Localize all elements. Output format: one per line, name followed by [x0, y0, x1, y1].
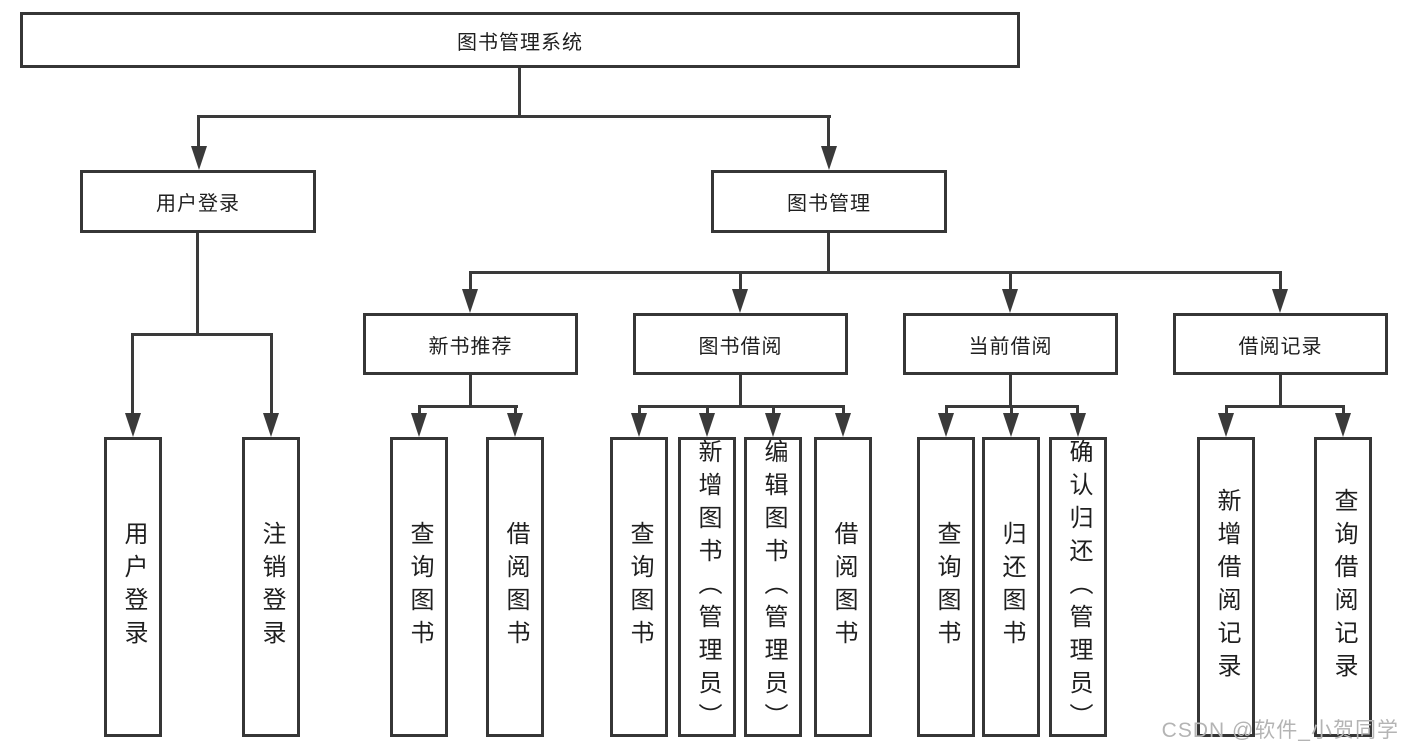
arrowhead-down-icon	[938, 413, 954, 437]
node-label: 查询图书	[626, 521, 653, 653]
connector-line	[739, 375, 742, 408]
arrowhead-down-icon	[1335, 413, 1351, 437]
node-borrow-records: 借阅记录	[1173, 313, 1388, 375]
connector-line	[827, 115, 830, 148]
arrowhead-down-icon	[835, 413, 851, 437]
connector-line	[842, 405, 845, 417]
node-label: 查询图书	[406, 521, 433, 653]
node-label: 用户登录	[120, 521, 147, 653]
connector-line	[1225, 405, 1228, 417]
connector-line	[518, 68, 521, 117]
node-label: 新增借阅记录	[1213, 488, 1240, 686]
node-label: 查询借阅记录	[1330, 488, 1357, 686]
node-label: 图书借阅	[698, 335, 783, 358]
arrowhead-down-icon	[1002, 289, 1018, 313]
node-label: 注销登录	[258, 521, 285, 653]
node-label: 借阅图书	[502, 521, 529, 653]
arrowhead-down-icon	[1272, 289, 1288, 313]
connector-line	[638, 405, 845, 408]
arrowhead-down-icon	[411, 413, 427, 437]
arrowhead-down-icon	[821, 146, 837, 170]
node-query-books-current: 查询图书	[917, 437, 975, 737]
connector-line	[739, 271, 742, 291]
arrowhead-down-icon	[191, 146, 207, 170]
node-label: 查询图书	[933, 521, 960, 653]
connector-line	[1342, 405, 1345, 417]
node-label: 新增图书（管理员）	[694, 438, 721, 736]
connector-line	[196, 233, 199, 335]
node-borrow-books-leaf: 借阅图书	[814, 437, 872, 737]
connector-line	[198, 115, 831, 118]
node-add-book-admin: 新增图书（管理员）	[678, 437, 736, 737]
connector-line	[945, 405, 948, 417]
connector-line	[418, 405, 518, 408]
connector-line	[197, 115, 200, 148]
node-label: 用户登录	[156, 193, 240, 215]
node-query-borrow-record: 查询借阅记录	[1314, 437, 1372, 737]
node-user-login: 用户登录	[80, 170, 316, 233]
node-current-borrow: 当前借阅	[903, 313, 1118, 375]
csdn-watermark: CSDN @软件_小贺同学	[1161, 719, 1399, 742]
node-label: 确认归还（管理员）	[1065, 438, 1092, 736]
connector-line	[1009, 375, 1012, 408]
node-confirm-return-admin: 确认归还（管理员）	[1049, 437, 1107, 737]
connector-line	[469, 271, 472, 291]
connector-line	[514, 405, 517, 417]
node-label: 图书管理系统	[457, 31, 583, 54]
connector-line	[1279, 271, 1282, 291]
arrowhead-down-icon	[631, 413, 647, 437]
connector-line	[1279, 375, 1282, 408]
node-library-system-root: 图书管理系统	[20, 12, 1020, 68]
node-add-borrow-record: 新增借阅记录	[1197, 437, 1255, 737]
arrowhead-down-icon	[732, 289, 748, 313]
connector-line	[827, 233, 830, 274]
node-edit-book-admin: 编辑图书（管理员）	[744, 437, 802, 737]
arrowhead-down-icon	[462, 289, 478, 313]
node-book-management: 图书管理	[711, 170, 947, 233]
node-label: 新书推荐	[428, 335, 513, 358]
arrowhead-down-icon	[125, 413, 141, 437]
node-label: 编辑图书（管理员）	[760, 438, 787, 736]
node-return-books: 归还图书	[982, 437, 1040, 737]
arrowhead-down-icon	[1003, 413, 1019, 437]
node-label: 图书管理	[787, 193, 871, 215]
node-user-login-leaf: 用户登录	[104, 437, 162, 737]
arrowhead-down-icon	[1070, 413, 1086, 437]
arrowhead-down-icon	[699, 413, 715, 437]
node-label: 借阅记录	[1238, 335, 1323, 358]
connector-line	[1076, 405, 1079, 417]
connector-line	[418, 405, 421, 417]
node-borrow-books-recommend: 借阅图书	[486, 437, 544, 737]
connector-line	[132, 333, 273, 336]
node-book-borrow: 图书借阅	[633, 313, 848, 375]
arrowhead-down-icon	[263, 413, 279, 437]
connector-line	[131, 333, 134, 414]
node-query-books-borrow: 查询图书	[610, 437, 668, 737]
connector-line	[1225, 405, 1344, 408]
connector-line	[1009, 271, 1012, 291]
node-new-book-recommend: 新书推荐	[363, 313, 578, 375]
connector-line	[706, 405, 709, 417]
node-label: 当前借阅	[968, 335, 1053, 358]
arrowhead-down-icon	[765, 413, 781, 437]
connector-line	[469, 375, 472, 408]
node-label: 借阅图书	[830, 521, 857, 653]
node-logout-leaf: 注销登录	[242, 437, 300, 737]
arrowhead-down-icon	[507, 413, 523, 437]
node-label: 归还图书	[998, 521, 1025, 653]
node-query-books-recommend: 查询图书	[390, 437, 448, 737]
connector-line	[270, 333, 273, 414]
arrowhead-down-icon	[1218, 413, 1234, 437]
connector-line	[1010, 405, 1013, 417]
connector-line	[638, 405, 641, 417]
connector-line	[772, 405, 775, 417]
connector-line	[469, 271, 1282, 274]
